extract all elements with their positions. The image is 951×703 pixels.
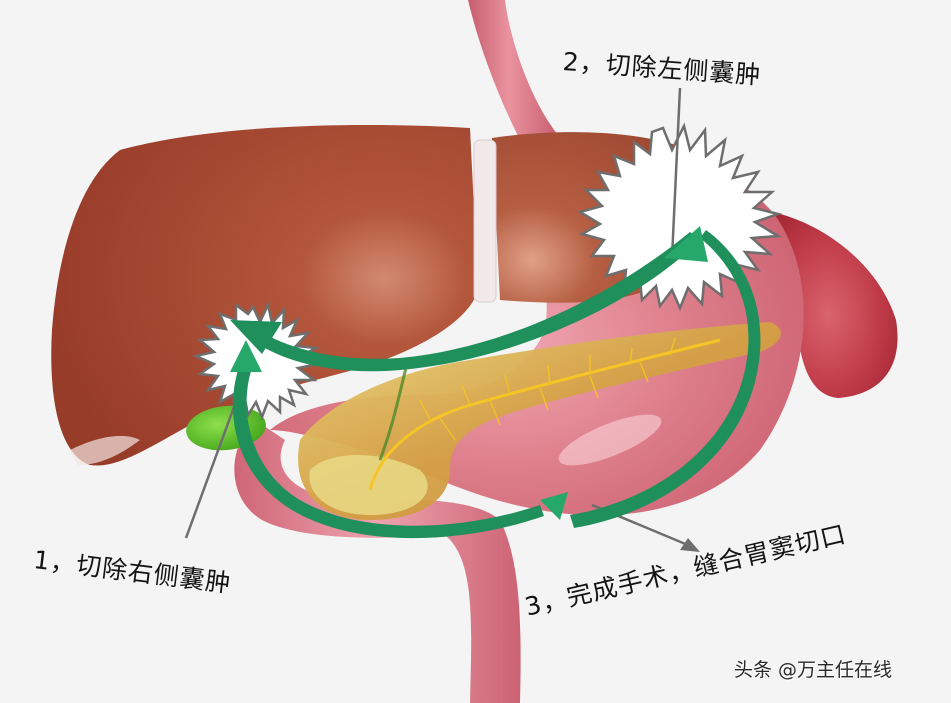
- pancreas: [298, 322, 781, 520]
- ligament-band: [473, 139, 497, 303]
- duodenum: [234, 420, 521, 703]
- arrowhead-left-cyst: [664, 226, 708, 262]
- arrow-down-to-antrum: [232, 364, 544, 539]
- arrowhead-up-right-cyst: [230, 340, 262, 372]
- arrowhead-antrum: [540, 492, 568, 520]
- arrow-left-to-right-cyst: [252, 232, 700, 372]
- burst-right-cyst: [192, 301, 323, 421]
- esophagus: [468, 0, 558, 140]
- liver-right-lobe: [51, 124, 478, 466]
- arrowhead-right-cyst: [230, 320, 282, 354]
- spleen: [772, 212, 898, 398]
- green-arrows: [230, 226, 761, 539]
- watermark: 头条 @万主任在线: [734, 659, 893, 681]
- arrow-antrum-to-left-cyst: [570, 230, 761, 528]
